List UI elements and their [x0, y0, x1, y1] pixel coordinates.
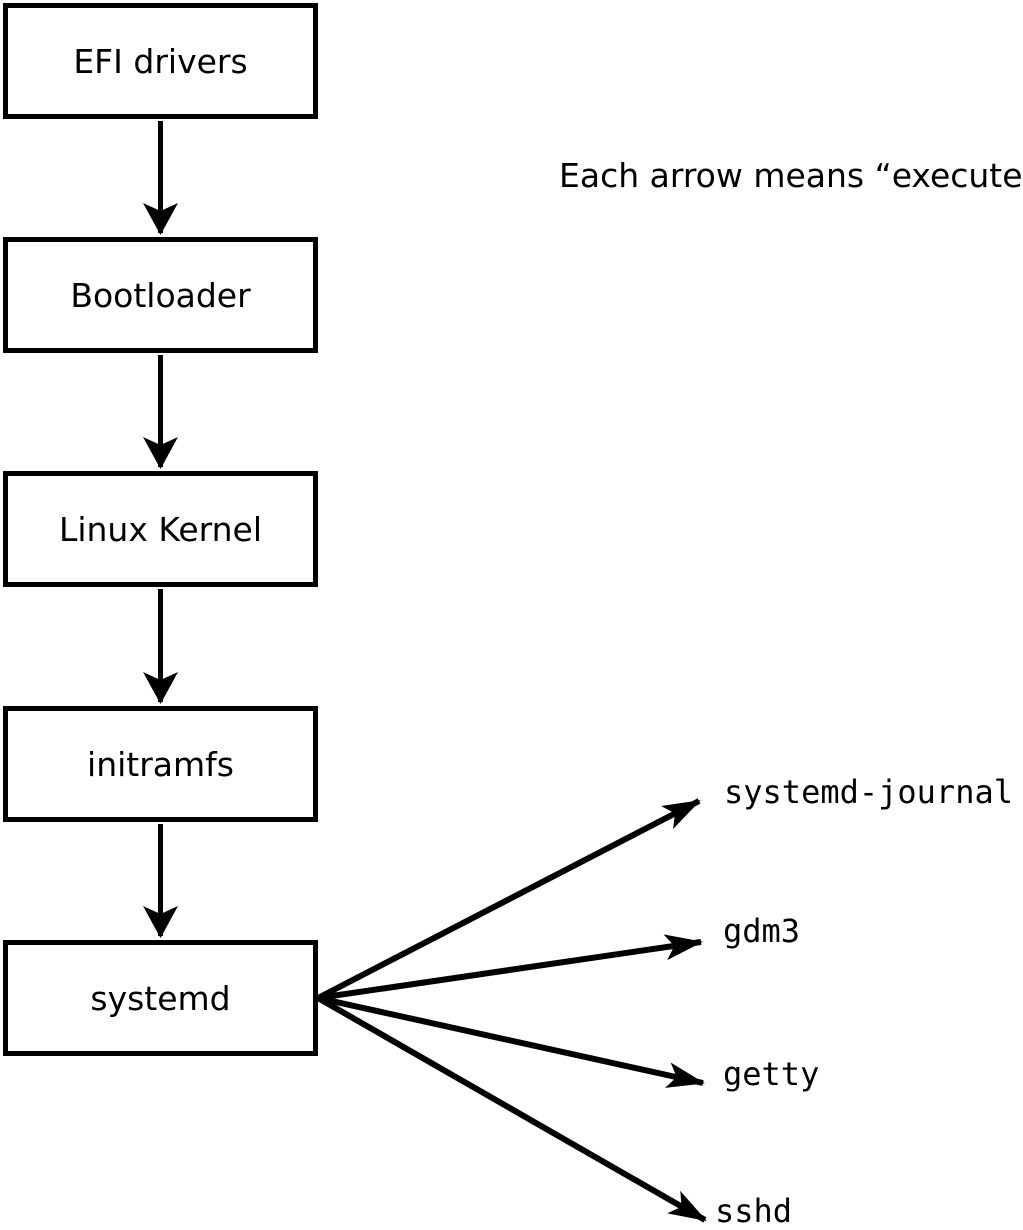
- box-efi-drivers: EFI drivers: [3, 3, 318, 119]
- arrow-meaning-note: Each arrow means “executes”.: [559, 156, 1023, 195]
- label-systemd-journal: systemd-journal: [724, 773, 1013, 811]
- label-sshd: sshd: [715, 1192, 793, 1230]
- box-systemd: systemd: [3, 940, 318, 1056]
- label-gdm3: gdm3: [723, 912, 801, 950]
- spawn-arrows: [316, 798, 707, 1223]
- box-bootloader-label: Bootloader: [70, 275, 251, 315]
- box-bootloader: Bootloader: [3, 237, 318, 353]
- box-initramfs: initramfs: [3, 706, 318, 822]
- box-linux-kernel: Linux Kernel: [3, 471, 318, 587]
- arrow-systemd-to-journal: [316, 798, 701, 1001]
- label-getty: getty: [723, 1055, 820, 1093]
- box-systemd-label: systemd: [90, 978, 231, 1018]
- arrow-systemd-to-sshd: [316, 995, 707, 1223]
- box-initramfs-label: initramfs: [87, 744, 234, 784]
- arrow-systemd-to-getty: [317, 995, 705, 1088]
- box-linux-kernel-label: Linux Kernel: [58, 509, 263, 549]
- box-efi-drivers-label: EFI drivers: [73, 41, 248, 81]
- arrow-systemd-to-gdm3: [317, 934, 703, 1001]
